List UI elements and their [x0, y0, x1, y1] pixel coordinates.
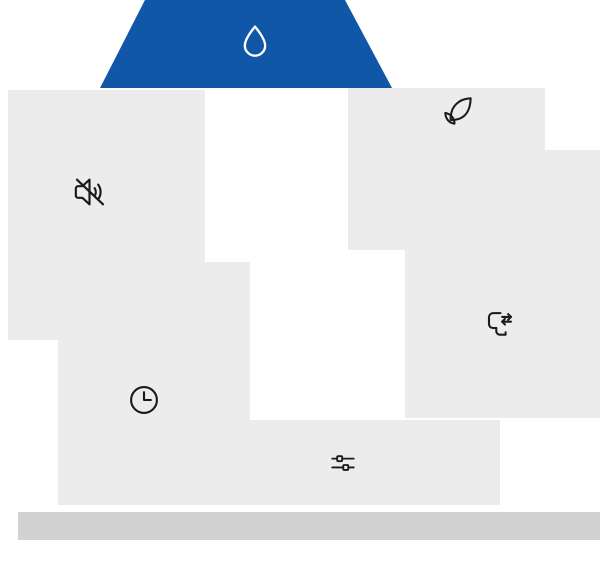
- taskbar: [18, 512, 600, 540]
- speaker-mute-icon: [74, 178, 105, 206]
- water-tab[interactable]: [100, 0, 392, 88]
- clock-icon: [130, 386, 158, 414]
- options-sliders-icon: [331, 455, 355, 471]
- plug-sync-icon: [487, 312, 513, 336]
- plug-sync-tile[interactable]: [405, 150, 600, 418]
- water-drop-icon: [243, 25, 267, 57]
- leaf-icon: [444, 97, 472, 125]
- options-tile[interactable]: [205, 420, 500, 505]
